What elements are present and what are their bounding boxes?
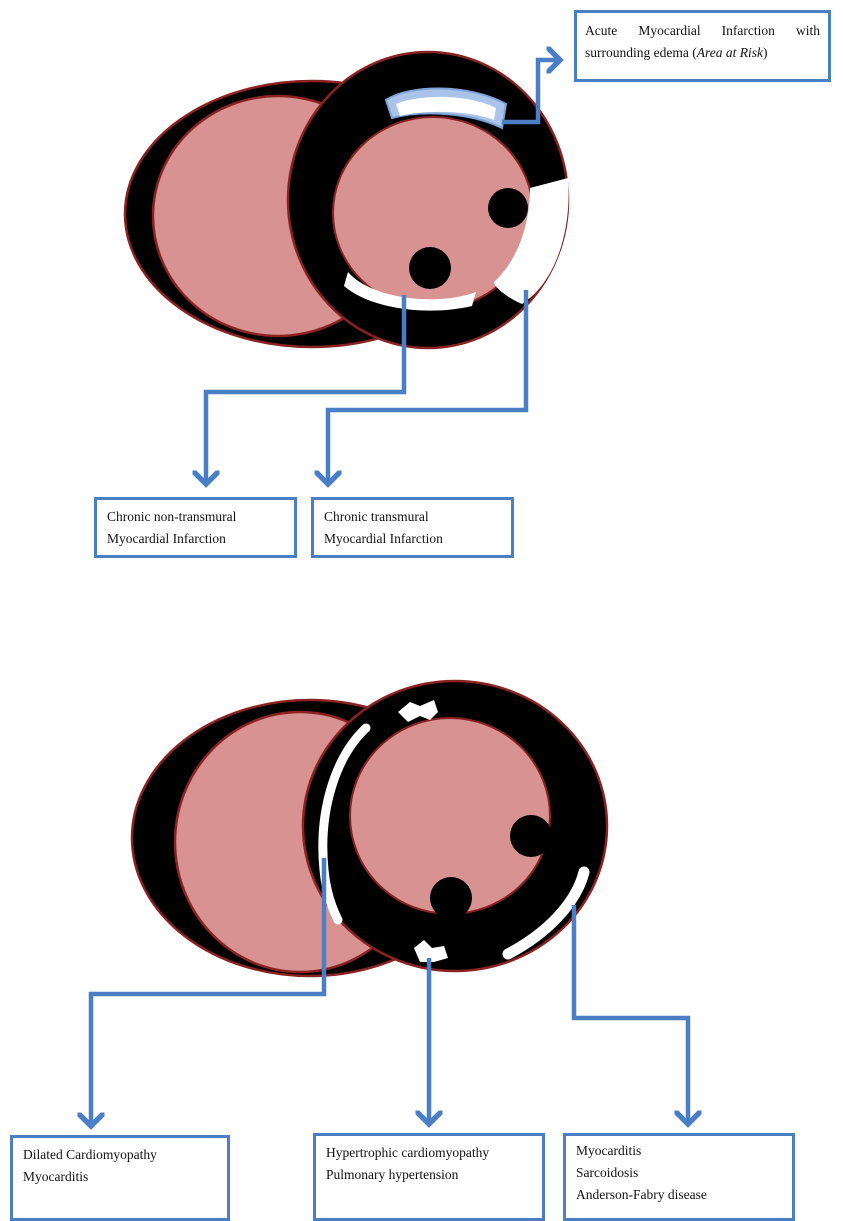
right-line2: Sarcoidosis [576, 1162, 782, 1184]
label-chronic-transmural: Chronic transmural Myocardial Infarction [311, 497, 514, 558]
hcm-line2: Pulmonary hypertension [326, 1164, 532, 1186]
label-myocarditis-sarcoid-fabry: Myocarditis Sarcoidosis Anderson-Fabry d… [563, 1133, 795, 1221]
label-chronic-non-transmural: Chronic non-transmural Myocardial Infarc… [94, 497, 297, 558]
right-line1: Myocarditis [576, 1140, 782, 1162]
bottom-papillary-muscle-bottom [430, 877, 472, 919]
acute-mi-line2: surrounding edema (Area at Risk) [585, 42, 820, 64]
hcm-line1: Hypertrophic cardiomyopathy [326, 1142, 532, 1164]
label-dcm-myocarditis: Dilated Cardiomyopathy Myocarditis [10, 1135, 230, 1221]
acute-mi-line1: Acute Myocardial Infarction with [585, 20, 820, 42]
label-acute-mi: Acute Myocardial Infarction with surroun… [574, 10, 831, 82]
arrow-to-myocarditis-label [574, 905, 688, 1124]
chronic-transmural-line1: Chronic transmural [324, 506, 501, 528]
chronic-transmural-line2: Myocardial Infarction [324, 528, 501, 550]
bottom-heart-illustration [132, 681, 607, 976]
right-line3: Anderson-Fabry disease [576, 1184, 782, 1206]
top-papillary-muscle-bottom [409, 247, 451, 289]
dcm-line1: Dilated Cardiomyopathy [23, 1144, 217, 1166]
top-papillary-muscle-right [488, 188, 528, 228]
chronic-non-transmural-line1: Chronic non-transmural [107, 506, 284, 528]
bottom-papillary-muscle-right [510, 815, 552, 857]
dcm-line2: Myocarditis [23, 1166, 217, 1188]
area-at-risk-text: Area at Risk [697, 45, 763, 60]
label-hcm-pulmonary-hypertension: Hypertrophic cardiomyopathy Pulmonary hy… [313, 1133, 545, 1221]
chronic-non-transmural-line2: Myocardial Infarction [107, 528, 284, 550]
top-heart-illustration [125, 52, 569, 348]
